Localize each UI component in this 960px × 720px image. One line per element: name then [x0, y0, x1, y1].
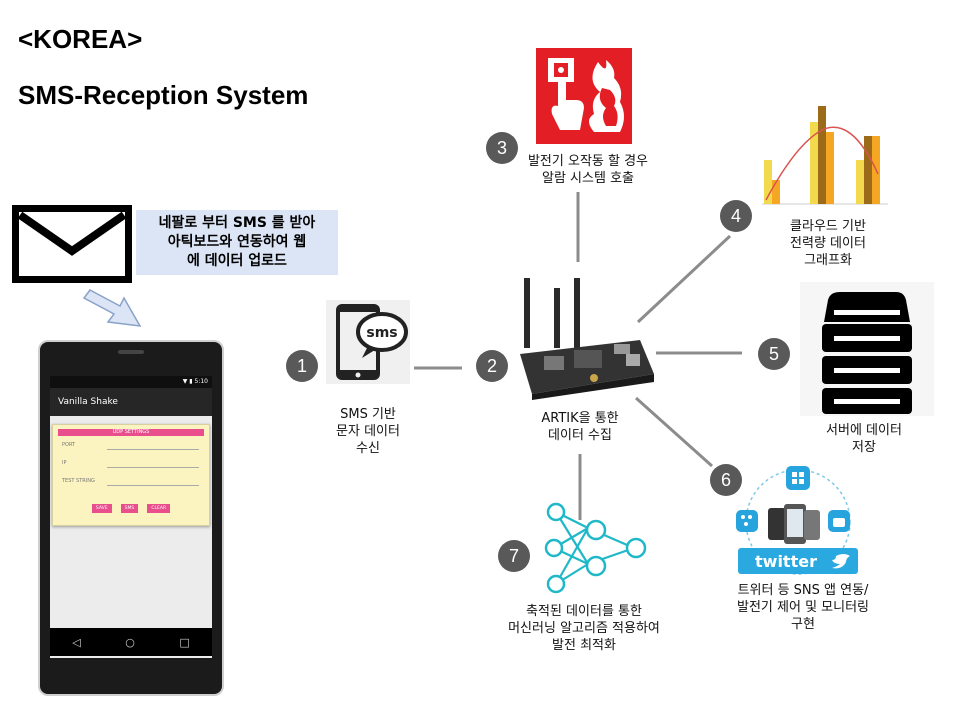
save-button[interactable]: SAVE — [91, 504, 112, 513]
port-label: PORT — [62, 442, 76, 448]
android-phone: ▼ ▮ 5:10 Vanilla Shake UDP SETTINGS PORT… — [38, 340, 224, 696]
caption-6: 트위터 등 SNS 앱 연동/ 발전기 제어 및 모니터링 구현 — [718, 582, 888, 633]
connector-2-6 — [634, 396, 714, 468]
envelope-icon — [12, 205, 132, 283]
caption-7-line: 발전 최적화 — [552, 638, 616, 653]
caption-4-line: 그래프화 — [804, 253, 852, 268]
page-title: SMS-Reception System — [18, 80, 309, 110]
sms-icon-text: sms — [366, 325, 397, 341]
blackberry-app-icon — [736, 510, 758, 532]
caption-7: 축적된 데이터를 통한 머신러닝 알고리즘 적용하여 발전 최적화 — [498, 603, 670, 654]
caption-2-line: ARTIK을 통한 — [541, 411, 619, 426]
caption-4-line: 전력량 데이터 — [790, 236, 866, 251]
sns-devices-icon: twitter — [736, 466, 858, 575]
fire-alarm-icon — [536, 48, 632, 144]
caption-7-line: 축적된 데이터를 통한 — [526, 604, 642, 619]
caption-1-line: 수신 — [356, 441, 380, 456]
caption-1-line: SMS 기반 — [340, 407, 396, 422]
caption-3-line: 발전기 오작동 할 경우 — [527, 154, 649, 169]
caption-6-line: 트위터 등 SNS 앱 연동/ — [737, 583, 869, 598]
step-badge-5: 5 — [758, 338, 790, 370]
caption-4: 클라우드 기반 전력량 데이터 그래프화 — [778, 218, 878, 269]
windows-app-icon — [786, 466, 810, 490]
caption-5: 서버에 데이터 저장 — [814, 422, 914, 456]
artik-board-icon — [520, 278, 654, 400]
phone-speaker — [118, 350, 144, 354]
caption-7-line: 머신러닝 알고리즘 적용하여 — [508, 621, 660, 636]
caption-1: SMS 기반 문자 데이터 수신 — [318, 406, 418, 457]
form-title: UDP SETTINGS — [58, 429, 204, 436]
connector-2-4 — [636, 234, 732, 324]
sms-phone-icon: sms — [326, 300, 410, 384]
sms-note-line: 에 데이터 업로드 — [187, 253, 287, 269]
sms-button[interactable]: SMS — [120, 504, 139, 513]
neural-network-icon — [544, 502, 647, 594]
caption-2: ARTIK을 통한 데이터 수집 — [520, 410, 640, 444]
clear-button[interactable]: CLEAR — [147, 504, 171, 513]
home-icon[interactable]: ○ — [125, 635, 135, 649]
step-badge-2: 2 — [476, 350, 508, 382]
step-badge-7: 7 — [498, 540, 530, 572]
caption-3: 발전기 오작동 할 경우 알람 시스템 호출 — [512, 153, 664, 187]
caption-2-line: 데이터 수집 — [548, 428, 612, 443]
twitter-logo — [738, 548, 858, 574]
test-string-field[interactable]: TEST STRING — [53, 472, 209, 490]
step-badge-4: 4 — [720, 200, 752, 232]
ip-field[interactable]: IP — [53, 454, 209, 472]
phone-screen: ▼ ▮ 5:10 Vanilla Shake UDP SETTINGS PORT… — [50, 376, 212, 658]
twitter-logo-text: twitter — [755, 552, 817, 571]
nav-bar: ◁ ○ □ — [50, 628, 212, 656]
status-bar: ▼ ▮ 5:10 — [50, 376, 212, 388]
caption-6-line: 발전기 제어 및 모니터링 — [737, 600, 869, 615]
sms-note: 네팔로 부터 SMS 를 받아 아틱보드와 연동하여 웹 에 데이터 업로드 — [136, 210, 338, 275]
caption-1-line: 문자 데이터 — [336, 424, 400, 439]
caption-4-line: 클라우드 기반 — [790, 219, 866, 234]
caption-6-line: 구현 — [791, 617, 815, 632]
step-badge-1: 1 — [286, 350, 318, 382]
caption-5-line: 서버에 데이터 — [826, 423, 902, 438]
sms-note-line: 네팔로 부터 SMS 를 받아 — [158, 215, 316, 231]
recents-icon[interactable]: □ — [179, 635, 190, 649]
ip-label: IP — [62, 460, 67, 466]
down-right-arrow-icon — [82, 289, 142, 327]
step-badge-3: 3 — [486, 132, 518, 164]
test-string-label: TEST STRING — [62, 478, 95, 484]
caption-3-line: 알람 시스템 호출 — [542, 171, 634, 186]
port-field[interactable]: PORT — [53, 436, 209, 454]
step-badge-6: 6 — [710, 464, 742, 496]
caption-5-line: 저장 — [852, 440, 876, 455]
app-title: Vanilla Shake — [50, 388, 212, 416]
country-label: <KOREA> — [18, 24, 143, 54]
status-time: 5:10 — [194, 378, 208, 385]
sms-note-line: 아틱보드와 연동하여 웹 — [167, 234, 307, 250]
back-icon[interactable]: ◁ — [72, 635, 81, 649]
udp-settings-form: UDP SETTINGS PORT IP TEST STRING SAVE SM… — [52, 424, 210, 526]
power-chart-icon — [756, 104, 892, 206]
server-icon — [800, 282, 934, 416]
